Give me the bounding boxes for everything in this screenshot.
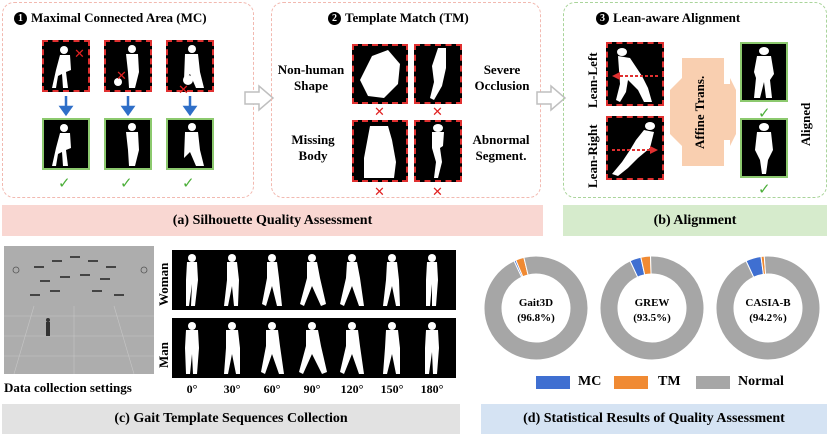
donut-name: GREW <box>635 297 670 309</box>
check-icon: ✓ <box>58 174 71 192</box>
mc-output-2 <box>104 118 152 170</box>
legend-normal-swatch <box>696 376 730 389</box>
cross-icon: ✕ <box>374 105 385 120</box>
donut-percent: (93.5%) <box>633 312 671 324</box>
legend-tm-swatch <box>614 376 648 389</box>
mc-input-1 <box>42 40 90 92</box>
legend-normal-label: Normal <box>738 374 784 389</box>
donut-percent: (96.8%) <box>517 312 555 324</box>
lean-right-label: Lean-Right <box>585 124 600 188</box>
cross-icon: ✕ <box>374 185 385 200</box>
angle-label: 30° <box>223 382 241 396</box>
lean-left-label: Lean-Left <box>585 52 600 108</box>
tm-label-abnormal: Abnormal Segment. <box>472 132 530 163</box>
caption-a: (a) Silhouette Quality Assessment <box>2 205 543 236</box>
angle-label: 90° <box>303 382 321 396</box>
aligned-sil-2 <box>740 118 788 178</box>
cross-icon: ✕ <box>432 185 443 200</box>
data-collection-scene <box>4 246 154 375</box>
check-icon: ✓ <box>758 180 771 198</box>
donut-name: CASIA-B <box>745 297 791 309</box>
lean-right-sil <box>606 116 664 180</box>
tm-sil-severe <box>414 44 462 104</box>
check-icon: ✓ <box>758 104 771 122</box>
tm-label-missing: Missing Body <box>291 132 335 163</box>
tm-label-severe: Severe Occlusion <box>474 62 530 93</box>
aligned-sil-1 <box>740 42 788 102</box>
mc-input-3 <box>166 40 214 92</box>
cross-icon: ✕ <box>432 105 443 120</box>
donut-slice-normal <box>715 255 821 361</box>
aligned-label: Aligned <box>798 102 813 146</box>
man-label: Man <box>156 342 171 368</box>
affine-arrow <box>670 58 736 166</box>
woman-label: Woman <box>156 262 171 306</box>
angle-label: 60° <box>263 382 281 396</box>
cross-icon: ✕ <box>74 47 85 62</box>
man-gait-strip <box>172 318 456 378</box>
angle-label: 0° <box>186 382 198 396</box>
mc-output-3 <box>166 118 214 170</box>
donut-slice-normal <box>599 255 705 361</box>
check-icon: ✓ <box>120 174 133 192</box>
angle-label: 150° <box>380 382 404 396</box>
align-badge: 3 <box>596 12 609 25</box>
cross-icon: ✕ <box>116 69 127 84</box>
woman-gait-strip <box>172 250 456 310</box>
mc-input-2 <box>104 40 152 92</box>
donut-slice-normal <box>483 255 589 361</box>
caption-b: (b) Alignment <box>563 205 827 236</box>
align-panel <box>563 2 827 198</box>
settings-label: Data collection settings <box>4 380 132 395</box>
legend-mc-swatch <box>536 376 570 389</box>
angle-label: 120° <box>340 382 364 396</box>
affine-label: Affine Trans. <box>692 75 707 149</box>
angle-label: 180° <box>420 382 444 396</box>
donut-name: Gait3D <box>519 297 553 309</box>
check-icon: ✓ <box>182 174 195 192</box>
hollow-right-arrow-icon <box>244 84 275 112</box>
hollow-right-arrow-icon <box>536 84 567 112</box>
legend-tm-label: TM <box>658 374 681 389</box>
tm-sil-abnormal <box>414 120 462 182</box>
tm-label-non-human: Non-human Shape <box>277 62 345 93</box>
caption-d: (d) Statistical Results of Quality Asses… <box>481 404 827 434</box>
donut-charts: Gait3D (96.8%) GREW (93.5%) CASIA-B (94.2%) <box>483 255 821 361</box>
mc-badge: 1 <box>14 12 27 25</box>
cross-icon: ✕ <box>178 83 189 98</box>
donut-percent: (94.2%) <box>749 312 787 324</box>
tm-sil-missing <box>352 120 408 182</box>
mc-down-arrows <box>58 96 198 116</box>
caption-c: (c) Gait Template Sequences Collection <box>2 404 460 434</box>
legend-mc-label: MC <box>578 374 602 389</box>
tm-sil-non-human <box>352 44 408 104</box>
lean-left-sil <box>606 42 664 106</box>
mc-output-1 <box>42 118 90 170</box>
tm-badge: 2 <box>328 12 341 25</box>
